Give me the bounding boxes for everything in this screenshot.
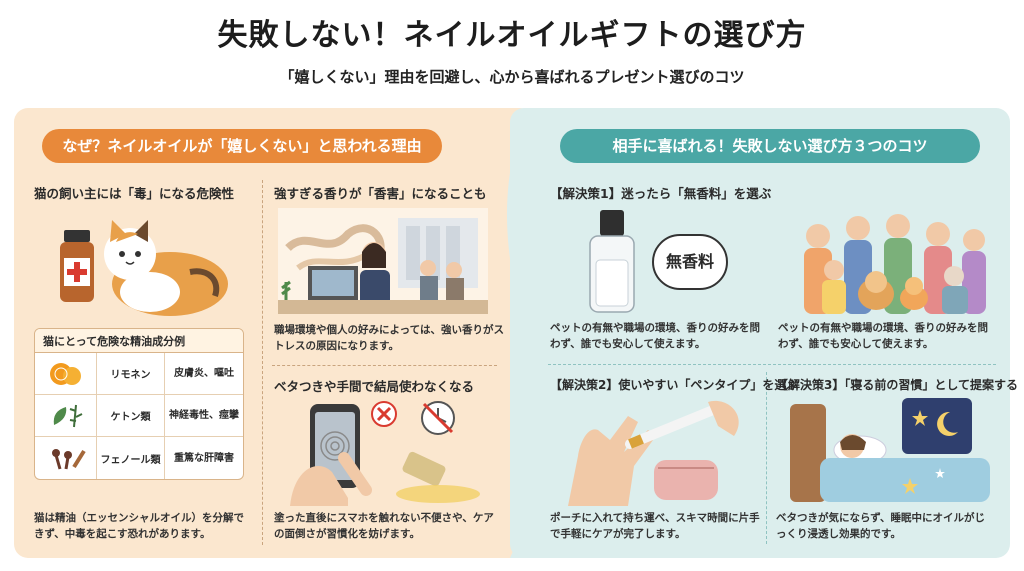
- tip2-heading: 【解決策2】使いやすい「ペンタイプ」を選ぶ: [550, 378, 799, 392]
- danger-components-table: 猫にとって危険な精油成分例 リモネン 皮膚炎、嘔吐 ケトン類 神経毒性、痙攣 フ…: [34, 328, 244, 480]
- tip3-heading: 【解決策3】「寝る前の習慣」として提案する: [776, 378, 1018, 392]
- left-section-header: なぜ？ネイルオイルが「嬉しくない」と思われる理由: [42, 129, 442, 163]
- component-effect: 神経毒性、痙攣: [169, 410, 239, 421]
- phone-oil-illustration: [290, 401, 480, 506]
- table-row: フェノール類 重篤な肝障害: [35, 437, 243, 479]
- tip3-card: 【解決策3】「寝る前の習慣」として提案する: [776, 376, 1018, 393]
- clove-icon: [35, 437, 97, 479]
- scent-card: 強すぎる香りが「香害」になることも: [274, 183, 504, 202]
- left-horizontal-divider: [272, 365, 497, 366]
- component-effect: 重篤な肝障害: [174, 452, 234, 464]
- table-row: ケトン類 神経毒性、痙攣: [35, 395, 243, 437]
- unscented-speech-bubble: 無香料: [652, 234, 728, 290]
- orange-icon: [35, 353, 97, 394]
- panel-curve-divider: [506, 108, 550, 558]
- oil-pen-icon: [625, 403, 723, 449]
- cat-danger-heading: 猫の飼い主には「毒」になる危険性: [34, 186, 235, 201]
- bed-headboard-icon: [790, 404, 826, 502]
- scent-text: 職場環境や個人の好みによっては、強い香りがストレスの原因になります。: [274, 324, 504, 352]
- star-icon: [912, 410, 928, 426]
- scent-heading: 強すぎる香りが「香害」になることも: [274, 186, 487, 201]
- pen-oil-illustration: [568, 400, 739, 506]
- spilled-bottle-icon: [402, 451, 446, 487]
- right-section-header: 相手に喜ばれる！失敗しない選び方３つのコツ: [560, 129, 980, 163]
- sticky-card: ベタつきや手間で結局使わなくなる: [274, 376, 504, 395]
- component-effect: 皮膚炎、嘔吐: [174, 368, 234, 379]
- tip1-heading: 【解決策1】迷ったら「無香料」を選ぶ: [550, 186, 772, 201]
- plant-icon: [281, 280, 291, 300]
- tip1-text-2: ペットの有無や職場の環境、香りの好みを問わず、誰でも安心して使えます。: [778, 322, 988, 350]
- tip1-card: 【解決策1】迷ったら「無香料」を選ぶ: [550, 183, 810, 202]
- bottle-cap-icon: [64, 230, 90, 242]
- tip1-text: ペットの有無や職場の環境、香りの好みを問わず、誰でも安心して使えます。: [550, 322, 760, 350]
- fingerprint-icon: [320, 431, 350, 461]
- tip2-text: ポーチに入れて持ち運べ、スキマ時間に片手で手軽にケアが完了します。: [550, 512, 760, 540]
- component-name: ケトン類: [97, 395, 165, 436]
- sticky-heading: ベタつきや手間で結局使わなくなる: [274, 379, 475, 394]
- bottle-cap-icon: [600, 210, 624, 236]
- blanket-icon: [820, 458, 990, 502]
- night-window-icon: [902, 398, 972, 454]
- right-vertical-divider: [766, 372, 767, 544]
- hand-icon: [568, 416, 656, 506]
- left-vertical-divider: [262, 180, 263, 545]
- tip2-card: 【解決策2】使いやすい「ペンタイプ」を選ぶ: [550, 376, 799, 393]
- page-subtitle: 「嬉しくない」理由を回避し、心から喜ばれるプレゼント選びのコツ: [279, 68, 745, 86]
- cat-note-text: 猫は精油（エッセンシャルオイル）を分解できず、中毒を起こす恐れがあります。: [34, 512, 244, 540]
- right-horizontal-divider: [548, 364, 996, 365]
- sleeping-illustration: [790, 398, 990, 502]
- page-title: 失敗しない！ネイルオイルギフトの選び方: [217, 18, 807, 53]
- table-title: 猫にとって危険な精油成分例: [35, 329, 243, 353]
- unscented-bottle-illustration: [589, 210, 635, 313]
- tip3-text: ベタつきが気にならず、睡眠中にオイルがじっくり浸透し効果的です。: [776, 512, 986, 540]
- cat-danger-card: 猫の飼い主には「毒」になる危険性: [34, 183, 259, 202]
- sticky-text: 塗った直後にスマホを触れない不便さや、ケアの面倒さが習慣化を妨げます。: [274, 512, 494, 540]
- table-row: リモネン 皮膚炎、嘔吐: [35, 353, 243, 395]
- herb-icon: [35, 395, 97, 436]
- family-pets-illustration: [804, 214, 986, 314]
- pouch-icon: [654, 460, 718, 500]
- component-name: リモネン: [97, 353, 165, 394]
- cat-with-oil-illustration: [60, 220, 228, 316]
- office-scent-illustration: [278, 208, 488, 314]
- component-name: フェノール類: [97, 437, 165, 479]
- moon-icon: [937, 411, 958, 436]
- cat-icon: [900, 286, 928, 310]
